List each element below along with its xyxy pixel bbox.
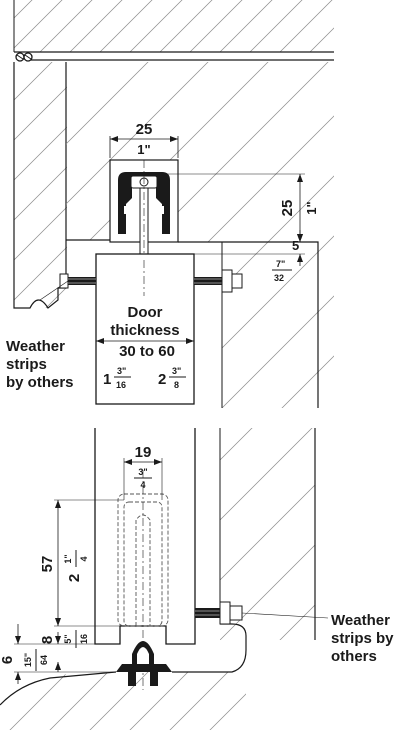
dim-groove-width-den: 4 [140, 480, 145, 490]
dim-groove-depth-num: 1" [63, 554, 73, 563]
dim-floor-guide: 6 15" 64 [0, 624, 116, 684]
door-range: 30 to 60 [119, 343, 175, 360]
weather-top-line-2: strips [6, 356, 47, 373]
dim-bottom-gap-num: 5" [63, 634, 73, 643]
door-max-num: 3" [172, 366, 181, 376]
weather-strip-left [59, 273, 96, 289]
dim-groove-width-mm: 19 [135, 444, 152, 461]
door-max-whole: 2 [158, 371, 166, 388]
dim-floor-guide-mm: 6 [0, 656, 16, 664]
dim-track-width-in: 1" [137, 142, 150, 157]
dim-bottom-gap-mm: 8 [39, 636, 56, 644]
door-thickness-dimension: Door thickness 30 to 60 1 3" 16 2 3" 8 [96, 304, 194, 390]
dim-track-width: 25 1" [109, 121, 179, 158]
dim-groove-depth: 57 2 1" 4 [39, 499, 124, 627]
dim-track-height: 25 1" [150, 173, 319, 243]
track-housing [109, 159, 179, 300]
door-min-den: 16 [116, 380, 126, 390]
dim-track-height-in: 1" [304, 201, 319, 214]
weather-bottom-line-1: Weather [331, 612, 390, 629]
dim-floor-guide-num: 15" [23, 653, 33, 667]
weather-strips-label-top: Weather strips by others [6, 280, 74, 391]
wall-hatch-bottom [220, 428, 315, 640]
dim-gap-mm: 5 [292, 238, 299, 253]
door-min-num: 3" [117, 366, 126, 376]
dim-groove-depth-mm: 57 [39, 556, 56, 573]
weather-top-line-1: Weather [6, 338, 65, 355]
dim-groove-depth-whole: 2 [66, 574, 83, 582]
weather-bottom-line-2: strips by [331, 630, 394, 647]
dim-bottom-gap-den: 16 [79, 634, 89, 644]
dim-groove-width-num: 3" [138, 467, 147, 477]
dim-gap: 5 7" 32 [194, 230, 305, 283]
dim-gap-in-den: 32 [274, 273, 284, 283]
door-max-den: 8 [174, 380, 179, 390]
weather-top-line-3: by others [6, 374, 74, 391]
door-title-line-1: Door [128, 304, 163, 321]
dim-groove-width: 19 3" 4 [123, 444, 163, 500]
door-min-whole: 1 [103, 371, 111, 388]
ceiling-hatch [14, 0, 334, 52]
weather-strip-bottom [195, 601, 329, 625]
weather-strips-label-bottom: Weather strips by others [331, 612, 394, 665]
weather-bottom-line-3: others [331, 648, 377, 665]
dim-groove-depth-den: 4 [79, 556, 89, 561]
door-top [95, 253, 195, 405]
door-frame-post [13, 62, 67, 309]
floor-guide [116, 641, 172, 686]
dim-bottom-gap: 8 5" 16 [39, 630, 95, 672]
weather-strip-right [194, 269, 243, 293]
floor-slab [0, 623, 247, 730]
dim-track-height-mm: 25 [279, 200, 296, 217]
dim-floor-guide-den: 64 [39, 655, 49, 665]
door-title-line-2: thickness [110, 322, 179, 339]
dim-track-width-mm: 25 [136, 121, 153, 138]
door-bottom [94, 428, 196, 690]
cord-icon [15, 52, 33, 62]
dim-gap-in-num: 7" [276, 259, 285, 269]
